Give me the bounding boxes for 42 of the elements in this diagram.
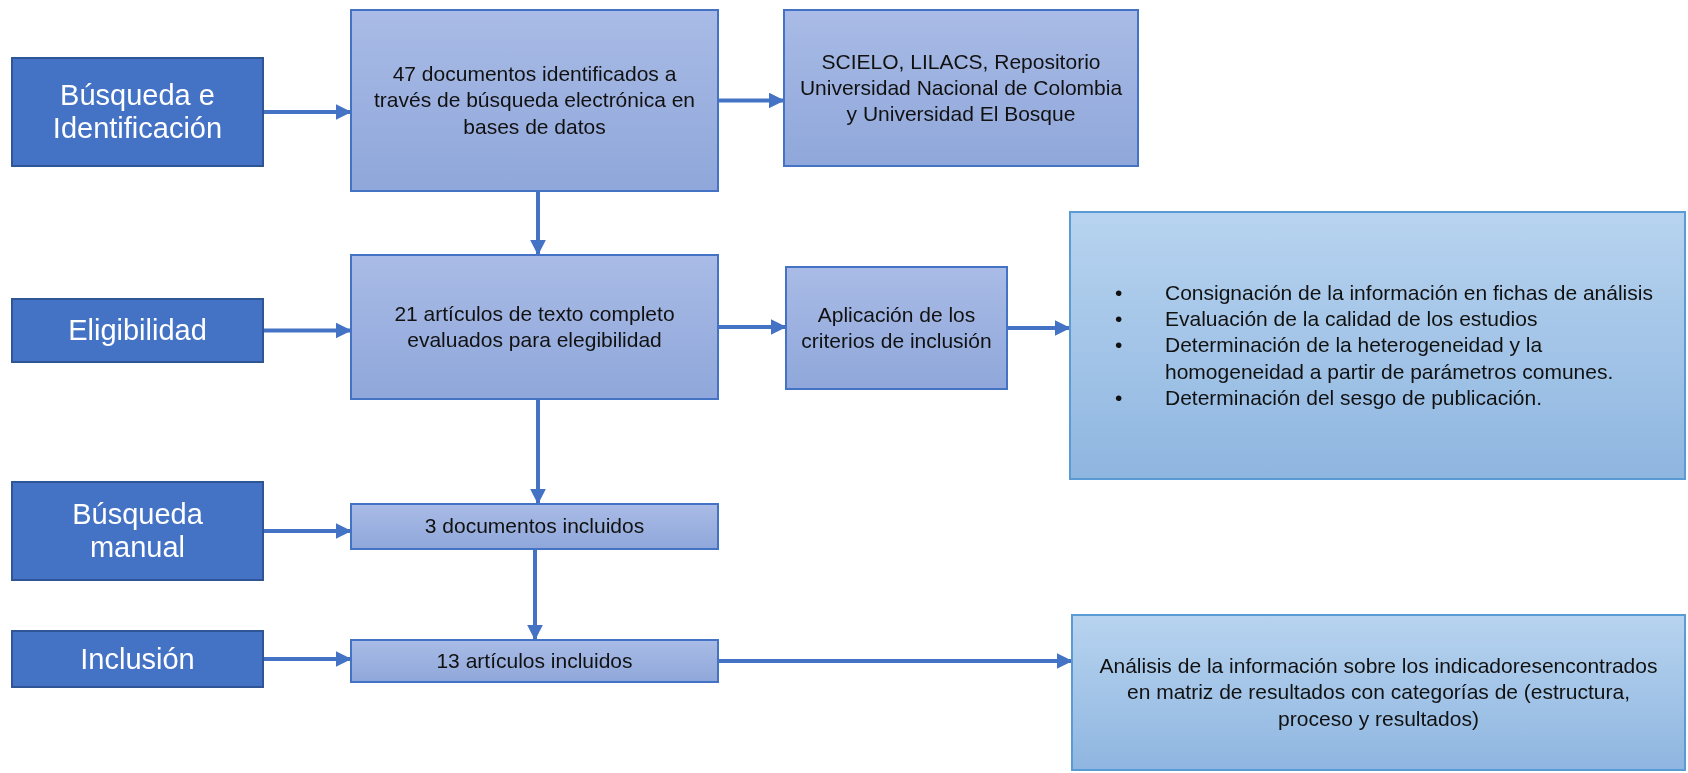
bullet-mark: • bbox=[1115, 332, 1124, 359]
list-item: Determinación del sesgo de publicación. bbox=[1165, 384, 1543, 411]
arrow bbox=[530, 400, 546, 505]
process-box bbox=[785, 266, 1008, 390]
box-text: Análisis de la información sobre los indicadoresencontrados en matriz de resultados con categorías de (estructura, proceso y resultados) bbox=[1098, 653, 1659, 732]
stage-label: Búsqueda manual bbox=[71, 498, 204, 564]
process-box bbox=[350, 9, 719, 192]
box-text: 47 documentos identificados a través de búsqueda electrónica en bases de datos bbox=[372, 61, 697, 140]
process-box bbox=[350, 503, 719, 550]
arrow bbox=[264, 322, 352, 339]
box-text: 21 artículos de texto completo evaluados para elegibilidad bbox=[393, 300, 676, 353]
box-text: 3 documentos incluidos bbox=[424, 513, 645, 540]
list-item: Consignación de la información en fichas de análisis bbox=[1165, 279, 1653, 306]
bullet-list-box bbox=[1069, 211, 1686, 480]
list-item: Determinación de la heterogeneidad y la homogeneidad a partir de parámetros comunes. bbox=[1165, 332, 1615, 385]
process-box bbox=[350, 639, 719, 683]
stage-box bbox=[11, 298, 264, 363]
box-text: Aplicación de los criterios de inclusión bbox=[800, 301, 993, 354]
process-box bbox=[783, 9, 1139, 167]
box-text: 13 artículos incluidos bbox=[436, 647, 633, 674]
arrow bbox=[264, 651, 352, 667]
stage-box bbox=[11, 481, 264, 581]
arrow bbox=[530, 192, 546, 256]
stage-label: Eligibilidad bbox=[68, 314, 207, 347]
process-box bbox=[350, 254, 719, 400]
list-item: Evaluación de la calidad de los estudios bbox=[1165, 306, 1538, 333]
process-box bbox=[1071, 614, 1686, 771]
stage-label: Búsqueda e Identificación bbox=[51, 79, 224, 145]
stage-label: Inclusión bbox=[80, 642, 195, 676]
arrow bbox=[719, 92, 785, 109]
arrow bbox=[719, 319, 787, 335]
arrow bbox=[264, 523, 352, 539]
arrow bbox=[1008, 320, 1071, 336]
box-text: SCIELO, LILACS, Repositorio Universidad Nacional de Colombia y Universidad El Bosque bbox=[798, 48, 1124, 128]
bullet-mark: • bbox=[1115, 306, 1124, 333]
stage-box bbox=[11, 630, 264, 688]
stage-box bbox=[11, 57, 264, 167]
arrow bbox=[264, 104, 352, 120]
bullet-mark: • bbox=[1115, 384, 1124, 411]
arrow bbox=[527, 550, 543, 641]
bullet-mark: • bbox=[1115, 279, 1124, 306]
arrow bbox=[719, 653, 1073, 669]
